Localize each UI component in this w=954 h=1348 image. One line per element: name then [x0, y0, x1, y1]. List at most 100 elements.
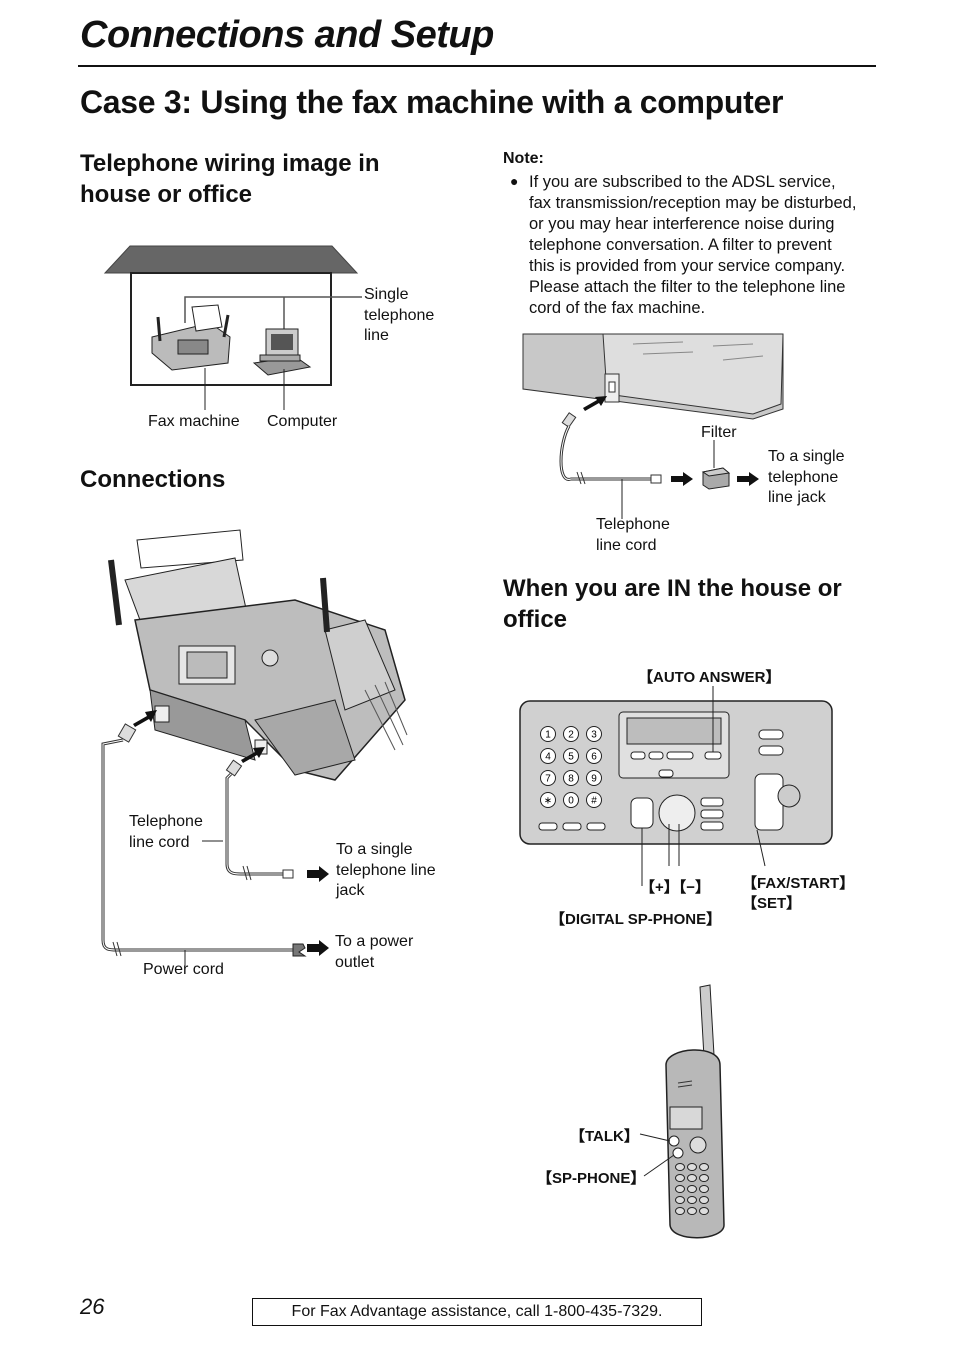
handset-key[interactable] [687, 1207, 697, 1215]
handset-key[interactable] [699, 1196, 709, 1204]
lcd-display [626, 717, 722, 745]
keypad-key-0[interactable] [563, 792, 579, 808]
single-line-label-3: line [364, 327, 389, 344]
telephone-line-cord [559, 425, 651, 481]
computer-icon [252, 328, 312, 376]
handset-antenna [699, 984, 715, 1058]
handset-key[interactable] [675, 1174, 685, 1182]
filter-cord-label: Telephone line cord [596, 515, 670, 556]
fax-rear-closeup [522, 333, 784, 420]
keypad-key-1[interactable] [540, 726, 556, 742]
digital-sp-phone-button[interactable] [630, 797, 654, 829]
conn-cord-label: Telephone line cord [129, 812, 203, 853]
connections-heading: Connections [80, 466, 226, 493]
in-house-heading-line1: When you are IN the house or [503, 575, 842, 602]
handset-key[interactable] [687, 1174, 697, 1182]
keypad-key-label: 8 [568, 774, 574, 785]
keypad-key-label: 0 [568, 796, 574, 807]
bottom-button[interactable] [538, 822, 558, 831]
keypad-key-8[interactable] [563, 770, 579, 786]
note-line: If you are subscribed to the ADSL servic… [529, 173, 836, 191]
function-button[interactable] [666, 751, 694, 760]
panel-button[interactable] [700, 821, 724, 831]
bottom-button[interactable] [562, 822, 582, 831]
handset-key[interactable] [699, 1207, 709, 1215]
keypad-key-7[interactable] [540, 770, 556, 786]
keypad-key-label: 1 [545, 730, 551, 741]
arrow-to-line-jack [307, 866, 329, 882]
handset-key[interactable] [687, 1185, 697, 1193]
talk-button[interactable] [668, 1135, 680, 1147]
function-button[interactable] [648, 751, 664, 760]
keypad-key-label: 3 [591, 730, 597, 741]
sp-phone-leader [643, 1154, 675, 1177]
single-line-label-1: Single [364, 286, 409, 303]
keypad-key-3[interactable] [586, 726, 602, 742]
function-button[interactable] [630, 751, 646, 760]
keypad-key-9[interactable] [586, 770, 602, 786]
handset-key[interactable] [699, 1163, 709, 1171]
fax-machine-large-icon [108, 529, 408, 781]
keypad-key-4[interactable] [540, 748, 556, 764]
keypad-key-5[interactable] [563, 748, 579, 764]
conn-outlet-label-1: To a power [335, 933, 414, 950]
note-body: If you are subscribed to the ADSL servic… [529, 172, 856, 319]
fax-start-label: 【FAX/START】 [742, 875, 855, 892]
line-plug-arrow [241, 747, 265, 763]
cord-break-marks [112, 865, 252, 957]
handset-display [669, 1106, 703, 1130]
panel-button[interactable] [700, 797, 724, 807]
keypad-key-2[interactable] [563, 726, 579, 742]
handset-nav-button[interactable] [689, 1136, 707, 1154]
keypad-key-label: 2 [568, 730, 574, 741]
handset-key[interactable] [675, 1207, 685, 1215]
fax-machine-small-icon [151, 304, 231, 371]
navigator-dial[interactable] [658, 794, 696, 832]
talk-label: 【TALK】 [570, 1128, 639, 1145]
conn-jack-label-1: To a single [336, 841, 413, 858]
handset-key[interactable] [675, 1163, 685, 1171]
handset-key[interactable] [687, 1196, 697, 1204]
indicator-button[interactable] [658, 769, 674, 778]
keypad-key-label: 5 [568, 752, 574, 763]
keypad-key-#[interactable] [586, 792, 602, 808]
note-line: fax transmission/reception may be distur… [529, 194, 857, 212]
filter-jack-label-1: To a single [768, 448, 845, 465]
filter-cord-label-1: Telephone [596, 516, 670, 533]
section-title: Connections and Setup [80, 14, 494, 56]
stop-button[interactable] [777, 784, 801, 808]
sp-phone-button[interactable] [672, 1147, 684, 1159]
fax-start-button[interactable] [754, 773, 784, 831]
keypad-key-label: ∗ [544, 796, 552, 807]
top-right-button[interactable] [758, 745, 784, 756]
conn-jack-label-2: telephone line [336, 861, 436, 879]
top-right-button[interactable] [758, 729, 784, 740]
handset-key[interactable] [675, 1185, 685, 1193]
power-plug-prongs [292, 943, 307, 957]
in-house-heading: When you are IN the house or office [503, 573, 842, 635]
bottom-button[interactable] [586, 822, 606, 831]
keypad-key-label: 4 [545, 752, 551, 763]
conn-cord-label-2: line cord [129, 833, 190, 851]
note-line: telephone conversation. A filter to prev… [529, 236, 832, 254]
wiring-heading-line1: Telephone wiring image in [80, 150, 380, 177]
page-heading: Case 3: Using the fax machine with a com… [80, 84, 784, 120]
auto-answer-label: 【AUTO ANSWER】 [638, 669, 781, 686]
cord-plug-end [650, 474, 662, 484]
handset-key[interactable] [675, 1196, 685, 1204]
footer-assistance-box: For Fax Advantage assistance, call 1-800… [252, 1298, 702, 1326]
panel-button[interactable] [700, 809, 724, 819]
power-cord-label: Power cord [143, 961, 224, 978]
keypad-key-∗[interactable] [540, 792, 556, 808]
handset-key[interactable] [699, 1174, 709, 1182]
auto-answer-button[interactable] [704, 751, 722, 760]
keypad-key-6[interactable] [586, 748, 602, 764]
arrow-to-filter [671, 472, 693, 486]
title-rule [78, 65, 876, 67]
single-line-wire [184, 296, 362, 323]
handset-key[interactable] [687, 1163, 697, 1171]
conn-jack-label-3: jack [336, 882, 365, 899]
house-roof [103, 245, 359, 274]
handset-key[interactable] [699, 1185, 709, 1193]
